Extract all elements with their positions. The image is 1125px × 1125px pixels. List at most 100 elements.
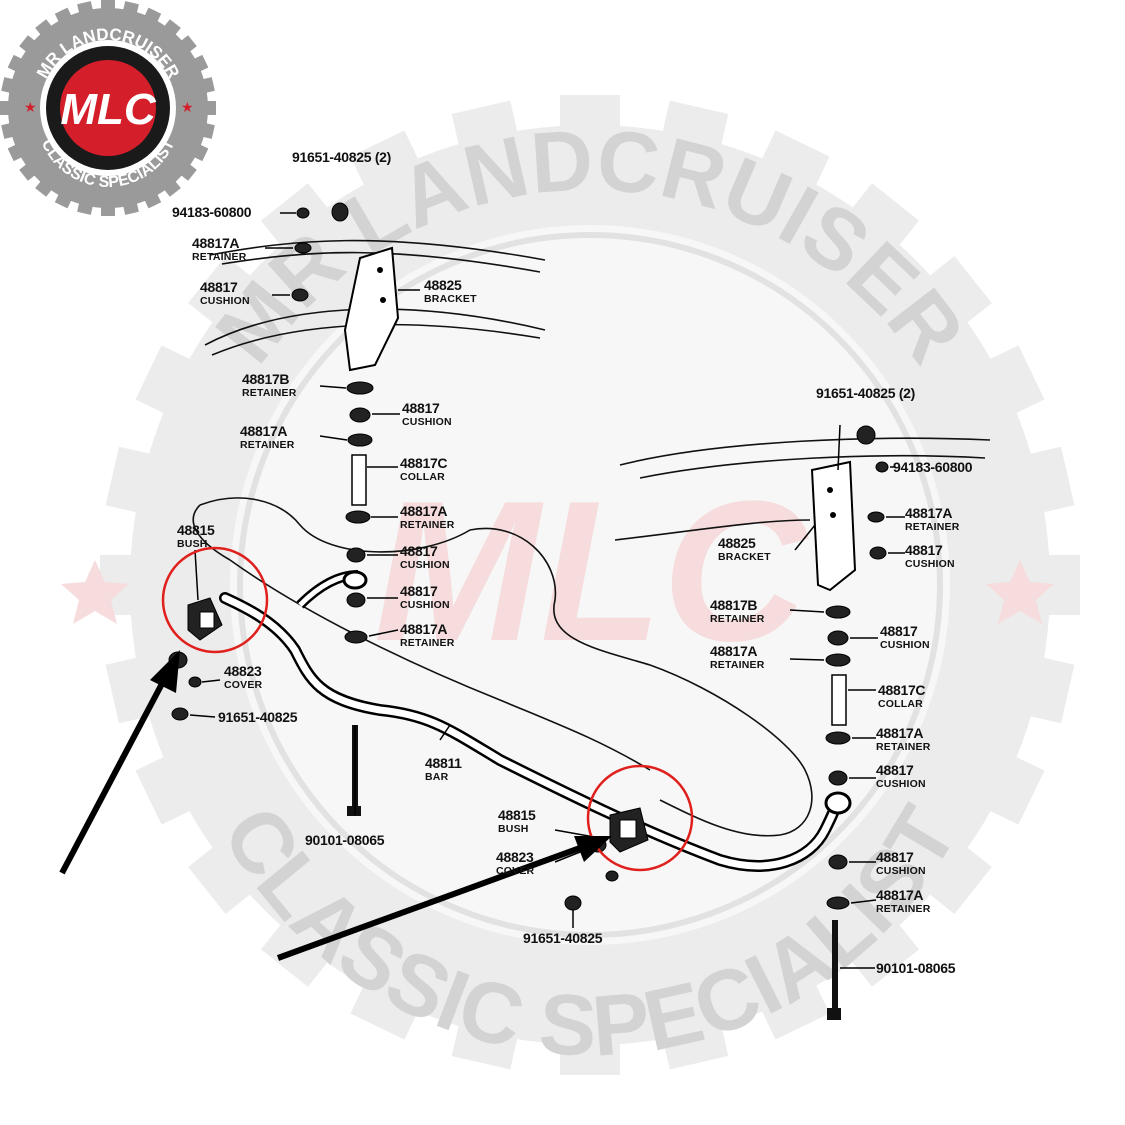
gear-tooth — [135, 345, 203, 419]
callout-part-name: CUSHION — [876, 865, 926, 877]
cushion-48817-right-2 — [828, 770, 848, 786]
callout-part-number: 94183-60800 — [893, 459, 973, 475]
callout-part-name: CUSHION — [905, 558, 955, 570]
nut-94183-right — [875, 461, 889, 473]
gear-tooth — [756, 972, 830, 1040]
bush-assembly-center — [564, 807, 649, 911]
callout-part-number: 48817B — [242, 371, 289, 387]
callout-part-name: RETAINER — [876, 741, 931, 753]
cushion-48817-right-3 — [828, 854, 848, 870]
bar-end-eye-left — [342, 570, 368, 590]
callout-part-name: RETAINER — [240, 439, 295, 451]
brand-badge: MLC MR LANDCRUISER CLASSIC SPECIALIST ★ … — [0, 0, 216, 216]
bush-48815-center-inner — [619, 819, 637, 839]
gear-tooth — [659, 100, 729, 158]
callout-part-name: COLLAR — [400, 471, 445, 483]
callout-part-name: CUSHION — [200, 295, 250, 307]
badge-star-left: ★ — [24, 100, 37, 116]
callout-part-name: RETAINER — [192, 251, 247, 263]
retainer-48817b-right — [825, 605, 851, 619]
callout-part-name: BRACKET — [424, 293, 477, 305]
arrow-center — [276, 836, 612, 961]
callout-part-number: 48817A — [400, 621, 447, 637]
callout-part-number: 48815 — [177, 522, 215, 538]
gear-tooth — [843, 183, 919, 256]
retainer-48817b-left — [346, 381, 374, 395]
callout-part-number: 48817A — [240, 423, 287, 439]
bolt-91651-right — [856, 425, 876, 445]
gear-tooth — [188, 838, 261, 914]
frame-line — [619, 437, 991, 466]
badge-logo-disc — [60, 60, 156, 156]
callout-part-number: 48817 — [200, 279, 238, 295]
gear-tooth — [1035, 555, 1080, 615]
bar-end-eye-right — [824, 791, 852, 815]
callout-part-number: 48815 — [498, 807, 536, 823]
callout-part-number: 91651-40825 (2) — [816, 385, 915, 401]
gear-tooth — [451, 100, 521, 158]
gear-tooth — [1017, 654, 1075, 724]
bolt-91651-left — [331, 202, 349, 222]
callout-part-number: 48817A — [192, 235, 239, 251]
callout-part-number: 48811 — [425, 755, 462, 771]
gear-tooth — [977, 751, 1045, 825]
callout-part-name: COVER — [496, 865, 535, 877]
bolt-head-90101-right — [827, 1008, 841, 1020]
cushion-48817-right — [827, 630, 849, 646]
cushion-48817-left-top — [291, 288, 309, 302]
callout-part-number: 90101-08065 — [876, 960, 956, 976]
gear-tooth — [919, 256, 992, 332]
gear-tooth — [451, 1012, 521, 1070]
highlight-circle-center-bush — [586, 764, 694, 872]
callout-part-name: BUSH — [177, 538, 208, 550]
callout-part-name: CUSHION — [400, 599, 450, 611]
collar-48817c-left — [351, 454, 367, 506]
bolt-91651-lower-left — [171, 707, 189, 721]
bracket-hole — [830, 512, 836, 518]
callout-part-number: 48817 — [400, 543, 438, 559]
bolt-91651-lower-center — [564, 895, 582, 911]
callout-part-name: RETAINER — [710, 659, 765, 671]
gear-tooth — [560, 95, 620, 140]
frame-line — [639, 454, 986, 479]
callout-part-name: RETAINER — [876, 903, 931, 915]
callout-part-name: CUSHION — [880, 639, 930, 651]
callout-part-name: RETAINER — [242, 387, 297, 399]
gear-tooth — [188, 256, 261, 332]
callout-part-number: 90101-08065 — [305, 832, 385, 848]
nut-94183-left — [296, 207, 310, 219]
arrow-head — [574, 836, 612, 862]
callout-part-number: 48823 — [496, 849, 534, 865]
callout-part-number: 48817 — [402, 400, 440, 416]
callout-part-number: 48825 — [424, 277, 462, 293]
arrow-head — [150, 650, 180, 693]
gear-tooth — [350, 972, 424, 1040]
callout-part-number: 48817 — [876, 762, 914, 778]
bar-body — [221, 594, 842, 870]
retainer-48817a-right — [825, 653, 851, 667]
callout-part-name: COVER — [224, 679, 263, 691]
bracket-48825-left — [343, 246, 400, 372]
callout-part-name: RETAINER — [710, 613, 765, 625]
bolt-90101-right — [832, 920, 838, 1012]
callout-part-number: 48817C — [400, 455, 447, 471]
callout-part-name: RETAINER — [400, 519, 455, 531]
callout-part-name: BUSH — [498, 823, 529, 835]
gear-tooth — [756, 130, 830, 198]
callout-part-number: 48817A — [710, 643, 757, 659]
watermark-star-left — [61, 560, 129, 624]
callout-part-number: 48817 — [400, 583, 438, 599]
retainer-48817a-left-top — [294, 242, 312, 254]
callout-part-name: CUSHION — [400, 559, 450, 571]
left-link-assembly — [291, 202, 400, 816]
cover-48823-left-nut — [188, 676, 202, 688]
cushion-48817-left — [349, 407, 371, 423]
retainer-48817a-right-top — [867, 511, 885, 523]
frame-line — [614, 519, 811, 541]
bracket-hole — [377, 267, 383, 273]
gear-tooth — [1017, 446, 1075, 516]
stabilizer-bar-48811 — [219, 570, 852, 872]
callout-part-number: 91651-40825 — [218, 709, 298, 725]
callout-part-name: RETAINER — [905, 521, 960, 533]
